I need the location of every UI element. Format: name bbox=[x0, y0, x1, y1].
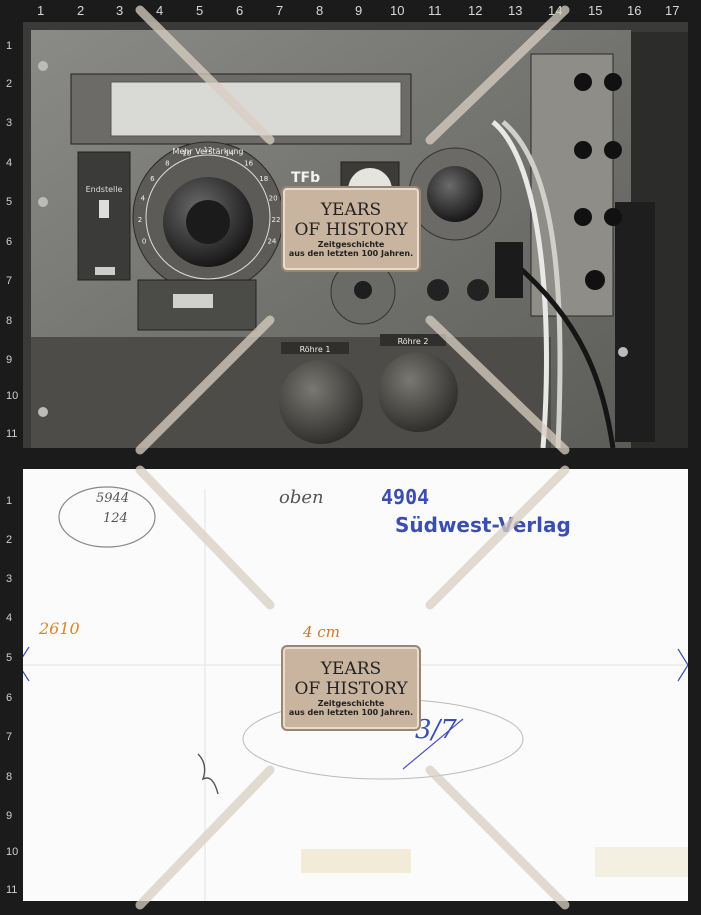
ruler-number: 4 bbox=[6, 157, 13, 169]
ruler-number: 1 bbox=[6, 495, 13, 507]
dial-number: 18 bbox=[259, 175, 268, 183]
watermark-line4: aus den letzten 100 Jahren. bbox=[288, 708, 414, 717]
note-circle-top: 5944 bbox=[96, 491, 130, 506]
ruler-number: 13 bbox=[508, 3, 523, 18]
ruler-number: 11 bbox=[428, 3, 442, 18]
endstelle-label: Endstelle bbox=[86, 185, 123, 194]
equipment-photo: Endstelle Mehr Verstärkung TFb Röhre 1 R… bbox=[23, 22, 688, 448]
watermark-line1: YEARS bbox=[320, 200, 382, 220]
roehre1-label: Röhre 1 bbox=[300, 345, 331, 354]
watermark-line3: Zeitgeschichte bbox=[317, 240, 385, 249]
tfb-label: TFb bbox=[291, 170, 320, 186]
ruler-number: 10 bbox=[390, 3, 405, 18]
dial-number: 12 bbox=[204, 146, 213, 154]
watermark-line3: Zeitgeschichte bbox=[317, 699, 385, 708]
right-knob bbox=[427, 166, 483, 222]
dial-number: 0 bbox=[142, 237, 146, 245]
dial-number: 10 bbox=[182, 150, 191, 158]
ruler-number: 10 bbox=[6, 390, 19, 402]
dial-number: 8 bbox=[165, 160, 169, 168]
tube-2 bbox=[378, 352, 458, 432]
note-size: 4 cm bbox=[303, 623, 340, 641]
ruler-number: 7 bbox=[6, 275, 13, 287]
ruler-number: 8 bbox=[316, 3, 324, 18]
dial-number: 14 bbox=[225, 150, 234, 158]
ruler-number: 6 bbox=[6, 236, 13, 248]
note-fraction: 3/7 bbox=[415, 715, 457, 745]
ruler-number: 4 bbox=[6, 612, 13, 624]
note-oben: oben bbox=[279, 487, 324, 508]
stamp-number: 4904 bbox=[381, 485, 430, 509]
ruler-number: 16 bbox=[627, 3, 642, 18]
mehr-verstaerkung-label: Mehr Verstärkung bbox=[173, 147, 244, 156]
ruler-number: 6 bbox=[6, 692, 13, 704]
equipment-drawing: Endstelle Mehr Verstärkung TFb Röhre 1 R… bbox=[23, 22, 688, 448]
note-circle-bottom: 124 bbox=[103, 511, 128, 526]
ruler-number: 9 bbox=[6, 810, 13, 822]
ruler-number: 3 bbox=[6, 573, 13, 585]
ruler-number: 4 bbox=[156, 3, 164, 18]
ruler-number: 5 bbox=[6, 196, 13, 208]
ruler-number: 15 bbox=[588, 3, 603, 18]
dial-number: 22 bbox=[272, 216, 281, 224]
ruler-number: 11 bbox=[6, 428, 18, 440]
ruler-number: 7 bbox=[6, 731, 13, 743]
ruler-number: 2 bbox=[6, 78, 13, 90]
ruler-number: 5 bbox=[196, 3, 204, 18]
watermark-line2: OF HISTORY bbox=[294, 679, 408, 699]
ruler-number: 17 bbox=[665, 3, 680, 18]
roehre2-label: Röhre 2 bbox=[398, 337, 429, 346]
ruler-number: 9 bbox=[355, 3, 363, 18]
ruler-number: 8 bbox=[6, 315, 13, 327]
watermark-label: YEARS OF HISTORY Zeitgeschichte aus den … bbox=[281, 645, 421, 731]
ruler-number: 6 bbox=[236, 3, 244, 18]
ruler-number: 10 bbox=[6, 846, 19, 858]
ruler-number: 3 bbox=[6, 117, 13, 129]
ruler-number: 1 bbox=[6, 40, 13, 52]
ruler-number: 8 bbox=[6, 771, 13, 783]
tube-1 bbox=[279, 360, 363, 444]
ruler-number: 1 bbox=[37, 3, 45, 18]
ruler-number: 3 bbox=[116, 3, 124, 18]
watermark-label: YEARS OF HISTORY Zeitgeschichte aus den … bbox=[281, 186, 421, 272]
dial-number: 24 bbox=[267, 237, 276, 245]
note-left: 2610 bbox=[39, 619, 80, 638]
ruler-number: 2 bbox=[6, 534, 13, 546]
ruler-number: 2 bbox=[77, 3, 85, 18]
ruler-number: 7 bbox=[276, 3, 284, 18]
dial-number: 20 bbox=[269, 195, 278, 203]
dial-number: 16 bbox=[244, 160, 253, 168]
ruler-number: 9 bbox=[6, 354, 13, 366]
dial-number: 6 bbox=[150, 175, 155, 183]
dial-number: 2 bbox=[138, 216, 142, 224]
watermark-line2: OF HISTORY bbox=[294, 220, 408, 240]
ruler-number: 11 bbox=[6, 884, 18, 896]
watermark-line1: YEARS bbox=[320, 659, 382, 679]
dial-number: 4 bbox=[141, 195, 146, 203]
stamp-publisher: Südwest-Verlag bbox=[395, 513, 571, 537]
ruler-number: 5 bbox=[6, 652, 13, 664]
ruler-number: 12 bbox=[468, 3, 483, 18]
watermark-line4: aus den letzten 100 Jahren. bbox=[288, 249, 414, 258]
